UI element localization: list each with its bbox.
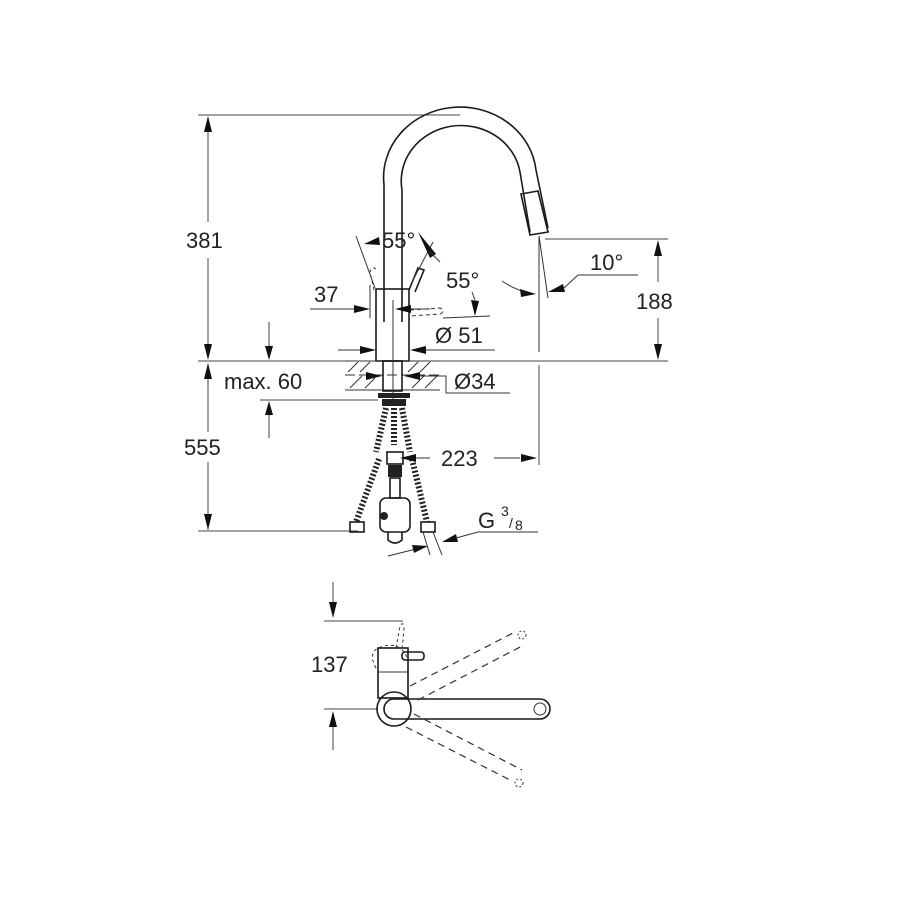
dim-label-188: 188: [636, 289, 673, 314]
dimension-thread-g38: G 3 / 8: [387, 503, 538, 557]
side-view: 381 555 max. 60 188: [184, 106, 673, 557]
dim-label-137: 137: [311, 652, 348, 677]
under-counter-assembly: [349, 393, 443, 556]
dimension-max60: max. 60: [224, 322, 302, 438]
dim-label-max60: max. 60: [224, 369, 302, 394]
dim-label-10deg: 10°: [590, 250, 623, 275]
dim-label-thread-den: 8: [515, 517, 523, 533]
dim-label-thread-slash: /: [509, 515, 513, 531]
dimension-10deg: 10°: [501, 250, 638, 297]
dim-label-thread-num: 3: [501, 503, 509, 519]
dimension-137: 137: [311, 582, 403, 750]
faucet-body: [369, 267, 444, 400]
dimension-55deg: 55° 55°: [355, 228, 491, 319]
dimension-381: 381: [186, 116, 223, 360]
spout: [382, 106, 549, 352]
dim-label-thread-main: G: [478, 508, 495, 533]
dim-label-223: 223: [441, 446, 478, 471]
dim-label-dia34: Ø34: [454, 369, 496, 394]
dim-label-55deg-right: 55°: [446, 268, 479, 293]
dimension-dia34: Ø34: [366, 369, 510, 394]
dimension-37: 37: [310, 282, 430, 318]
dim-label-55deg-left: 55°: [382, 228, 415, 253]
top-view: 137: [311, 582, 551, 788]
dim-label-381: 381: [186, 228, 223, 253]
dimension-188: 188: [636, 240, 673, 360]
dimension-dia51: Ø 51: [338, 323, 495, 354]
dimension-555: 555: [184, 363, 221, 530]
dimension-223: 223: [400, 365, 540, 471]
dim-label-555: 555: [184, 435, 221, 460]
dim-label-37: 37: [314, 282, 338, 307]
dim-label-dia51: Ø 51: [435, 323, 483, 348]
